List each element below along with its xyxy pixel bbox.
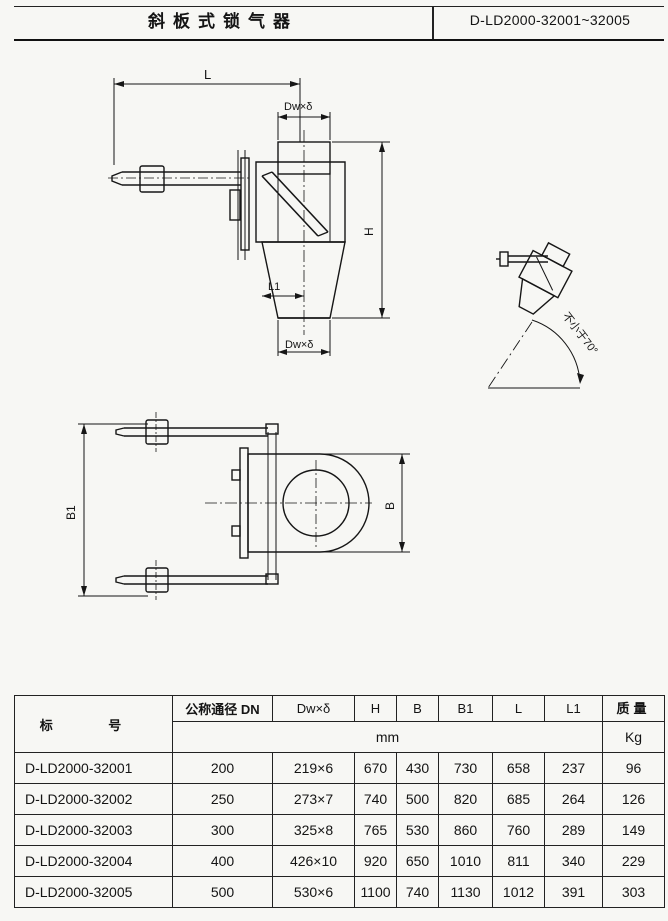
cell-model: D-LD2000-32004	[14, 845, 173, 877]
cell-h: 670	[354, 752, 397, 784]
cell-dw: 219×6	[272, 752, 355, 784]
header-h: H	[354, 695, 397, 722]
cell-l1: 264	[544, 783, 603, 815]
cell-b: 430	[396, 752, 439, 784]
cell-dn: 400	[172, 845, 273, 877]
cell-h: 1100	[354, 876, 397, 908]
cell-h: 765	[354, 814, 397, 846]
cell-b: 740	[396, 876, 439, 908]
cell-kg: 126	[602, 783, 665, 815]
cell-l1: 391	[544, 876, 603, 908]
title-block: 斜板式锁气器 D-LD2000-32001~32005	[14, 6, 664, 41]
cell-l: 658	[492, 752, 545, 784]
dim-label-dw-bottom: Dw×δ	[285, 339, 313, 351]
cell-kg: 303	[602, 876, 665, 908]
dim-label-l1: L1	[268, 281, 280, 293]
header-dn: 公称通径 DN	[172, 695, 273, 722]
cell-b1: 1130	[438, 876, 493, 908]
table-row: D-LD2000-32003 300 325×8 765 530 860 760…	[14, 814, 665, 846]
cell-dw: 530×6	[272, 876, 355, 908]
cell-h: 740	[354, 783, 397, 815]
cell-dn: 300	[172, 814, 273, 846]
cell-kg: 96	[602, 752, 665, 784]
drawing-code: D-LD2000-32001~32005	[469, 12, 631, 28]
cell-l1: 340	[544, 845, 603, 877]
cell-b1: 820	[438, 783, 493, 815]
cell-l: 685	[492, 783, 545, 815]
table-row: D-LD2000-32002 250 273×7 740 500 820 685…	[14, 783, 665, 815]
cell-b1: 1010	[438, 845, 493, 877]
dim-label-b1: B1	[64, 505, 78, 520]
cell-dw: 273×7	[272, 783, 355, 815]
cell-model: D-LD2000-32005	[14, 876, 173, 908]
header-dw: Dw×δ	[272, 695, 355, 722]
cell-dn: 500	[172, 876, 273, 908]
header-l1: L1	[544, 695, 603, 722]
table-row: D-LD2000-32001 200 219×6 670 430 730 658…	[14, 752, 665, 784]
cell-kg: 149	[602, 814, 665, 846]
header-mass: 质量	[602, 695, 665, 722]
cell-b: 500	[396, 783, 439, 815]
cell-l: 760	[492, 814, 545, 846]
dim-label-b: B	[383, 502, 397, 510]
cell-h: 920	[354, 845, 397, 877]
cell-model: D-LD2000-32003	[14, 814, 173, 846]
cell-l: 1012	[492, 876, 545, 908]
front-view: L Dw×δ	[108, 67, 390, 356]
drawing-title: 斜板式锁气器	[148, 12, 298, 32]
dim-label-l: L	[204, 67, 211, 82]
angle-label: 不小于70°	[560, 310, 601, 357]
cell-dw: 426×10	[272, 845, 355, 877]
header-b1: B1	[438, 695, 493, 722]
cell-dn: 250	[172, 783, 273, 815]
spec-table: 标 号 公称通径 DN Dw×δ H B B1 L L1 质量 mm Kg D-…	[14, 695, 665, 908]
cell-kg: 229	[602, 845, 665, 877]
dim-label-dw-top: Dw×δ	[284, 101, 312, 113]
cell-model: D-LD2000-32002	[14, 783, 173, 815]
header-b: B	[396, 695, 439, 722]
title-divider	[432, 7, 434, 39]
cell-dw: 325×8	[272, 814, 355, 846]
unit-mm: mm	[172, 721, 603, 753]
cell-l1: 289	[544, 814, 603, 846]
cell-b1: 860	[438, 814, 493, 846]
cell-b: 530	[396, 814, 439, 846]
table-unit-row: mm Kg	[15, 721, 665, 753]
dim-label-h: H	[362, 227, 376, 236]
technical-drawing: L Dw×δ	[64, 67, 601, 600]
top-view: B1 B	[64, 412, 410, 600]
header-l: L	[492, 695, 545, 722]
cell-dn: 200	[172, 752, 273, 784]
cell-b1: 730	[438, 752, 493, 784]
header-biaohao: 标 号	[14, 695, 173, 753]
cell-model: D-LD2000-32001	[14, 752, 173, 784]
cell-l1: 237	[544, 752, 603, 784]
table-row: D-LD2000-32004 400 426×10 920 650 1010 8…	[14, 845, 665, 877]
tilted-install-view: 不小于70°	[487, 241, 601, 389]
unit-kg: Kg	[602, 721, 665, 753]
table-header-row: 标 号 公称通径 DN Dw×δ H B B1 L L1 质量	[14, 695, 665, 753]
cell-b: 650	[396, 845, 439, 877]
cell-l: 811	[492, 845, 545, 877]
table-row: D-LD2000-32005 500 530×6 1100 740 1130 1…	[14, 876, 665, 908]
